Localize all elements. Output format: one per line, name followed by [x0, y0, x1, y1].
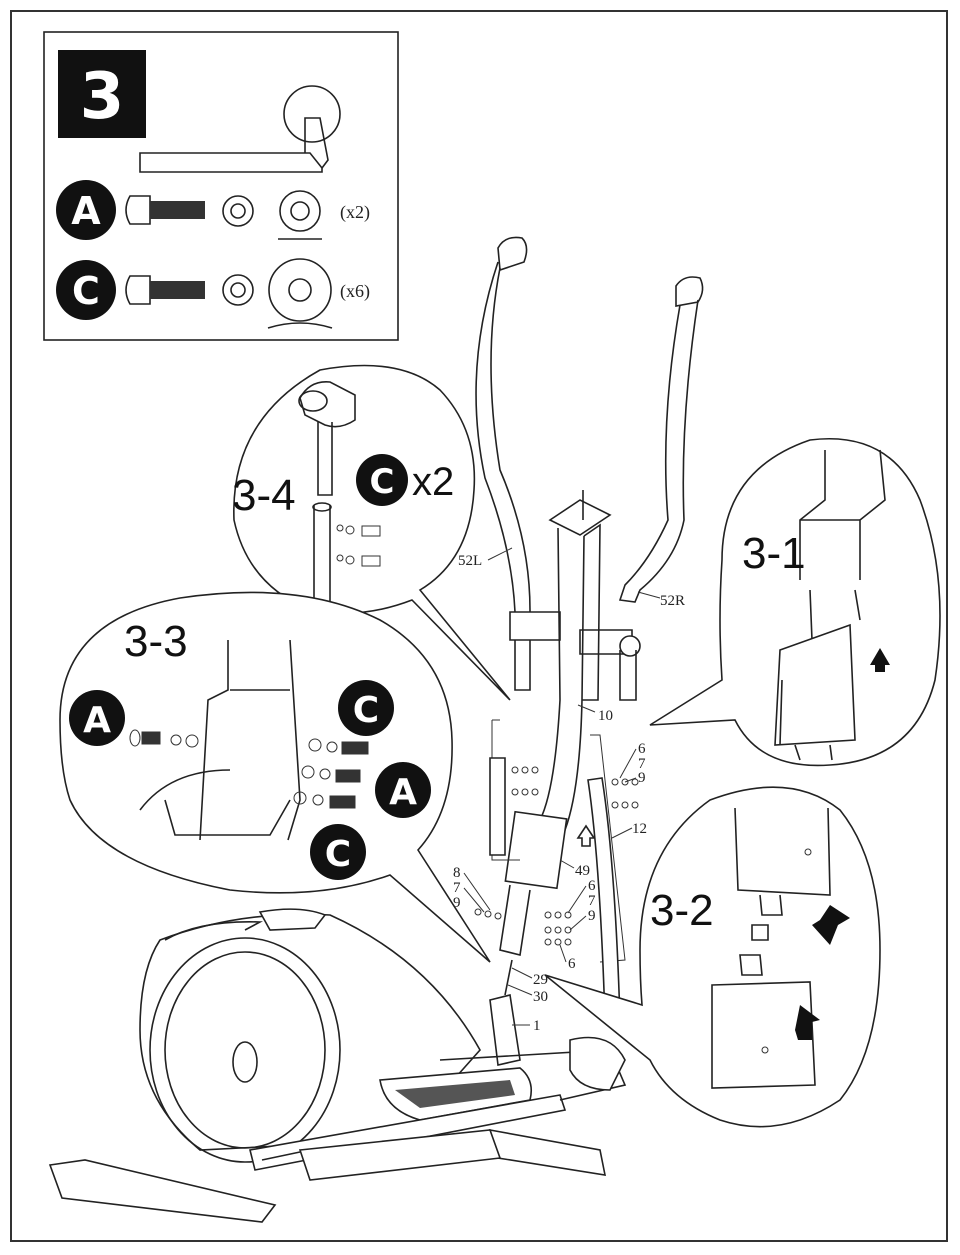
badge-a-icon: A [83, 700, 111, 741]
detail-3-1: 3-1 [649, 438, 941, 767]
arrow-up-icon [576, 824, 596, 847]
label-6: 6 [568, 956, 576, 972]
step-number-box [58, 50, 146, 138]
hardware-row-c: C (x6) [56, 258, 370, 329]
bolt-head-icon [125, 275, 151, 305]
label-30: 30 [533, 989, 548, 1005]
allen-wrench-icon [139, 85, 341, 173]
pedal [379, 1067, 533, 1121]
label-9: 9 [453, 895, 461, 911]
detail-3-1-title: 3-1 [742, 529, 806, 578]
spring-washer-icon [222, 274, 254, 306]
label-1: 1 [533, 1018, 541, 1034]
elliptical-machine [48, 236, 704, 1223]
badge-c-icon: C [353, 690, 379, 731]
badge-a-icon: A [71, 189, 101, 233]
step-number: 3 [80, 60, 125, 134]
detail-3-3: 3-3 A C A C [59, 591, 491, 963]
label-7: 7 [638, 756, 646, 772]
label-7: 7 [588, 893, 596, 909]
qty-c: (x6) [340, 281, 370, 302]
part-labels: 52L 52R 10 12 49 1 29 30 6 7 9 8 7 9 6 7… [453, 547, 685, 1034]
label-49: 49 [575, 863, 590, 879]
label-8: 8 [453, 865, 461, 881]
arrow-down-icon [812, 905, 850, 945]
left-handlebar [475, 236, 561, 691]
arrow-up-icon [795, 1005, 820, 1040]
label-9: 9 [588, 908, 596, 924]
bolt-thread-icon [150, 281, 205, 299]
detail-3-3-title: 3-3 [124, 617, 188, 666]
mast-tube [499, 490, 612, 956]
hardware-box: 3 A (x2) C [43, 31, 399, 341]
detail-3-2-title: 3-2 [650, 886, 714, 935]
label-52r: 52R [660, 593, 685, 609]
flat-washer-icon [279, 190, 321, 232]
curved-washer-icon [268, 258, 332, 322]
label-7: 7 [453, 880, 461, 896]
detail-3-4-title: 3-4 [232, 471, 296, 520]
badge-c-icon: C [325, 834, 351, 875]
badge-c-icon: C [370, 462, 395, 502]
label-10: 10 [598, 708, 613, 724]
label-6: 6 [638, 741, 646, 757]
arrow-up-icon [870, 648, 890, 672]
label-6: 6 [588, 878, 596, 894]
spring-washer-icon [222, 195, 254, 227]
qty-a: (x2) [340, 202, 370, 223]
badge-a-icon: A [389, 772, 417, 813]
bolt-thread-icon [150, 201, 205, 219]
page-frame [10, 10, 948, 1242]
hardware-row-a: A (x2) [56, 180, 370, 240]
label-29: 29 [533, 972, 548, 988]
detail-3-4-qty: x2 [412, 460, 454, 504]
label-52l: 52L [458, 553, 482, 569]
label-12: 12 [632, 821, 647, 837]
right-handlebar [579, 276, 704, 701]
bolt-head-icon [125, 195, 151, 225]
detail-3-2: 3-2 [544, 786, 881, 1128]
badge-c-icon: C [72, 269, 100, 313]
label-9: 9 [638, 770, 646, 786]
